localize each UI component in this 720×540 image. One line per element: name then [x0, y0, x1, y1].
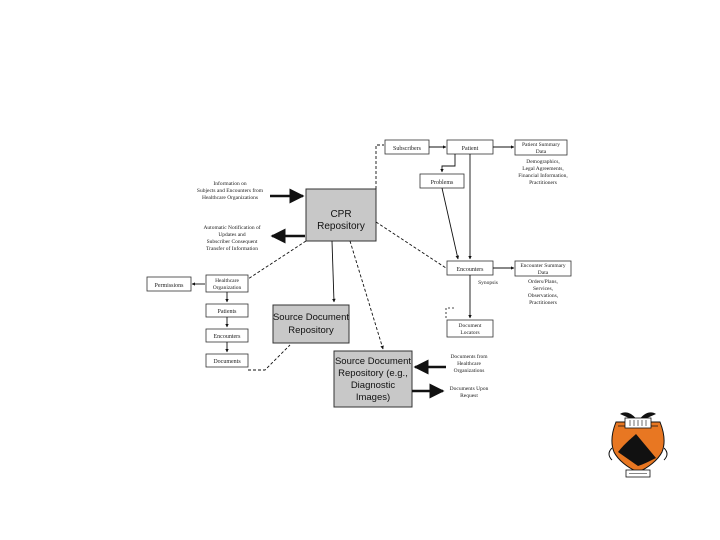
subscribers-label: Subscribers [393, 146, 422, 152]
src-doc-2-label-4: Images) [356, 392, 390, 403]
docs-upon-request-text: Documents Upon Request [450, 386, 489, 399]
patient-box: Patient [446, 139, 494, 155]
src-doc-2-label-3: Diagnostic [351, 380, 396, 391]
patient-details-2: Legal Agreements, [522, 166, 564, 172]
docs-upon-request-1: Documents Upon [450, 386, 489, 392]
encounter-summary-label-1: Encounter Summary [520, 263, 566, 269]
patient-details-1: Demographics, [526, 159, 560, 165]
notify-out-3: Subscriber Consequent [207, 239, 258, 245]
arrow-problems-encounters [441, 187, 460, 260]
arrow-cpr-to-srcdoc1 [331, 240, 336, 303]
src-doc-1-label-2: Repository [288, 325, 334, 336]
notify-out-2: Updates and [218, 232, 246, 238]
encounters-label: Encounters [457, 267, 485, 273]
patient-summary-label-2: Data [536, 149, 547, 155]
line-cpr-to-hcorg [247, 240, 307, 280]
encounter-details-text: Orders/Plans, Services, Observations, Pr… [528, 279, 559, 306]
healthcare-org-label-2: Organization [213, 285, 242, 291]
arrow-patient-problems [440, 154, 456, 173]
line-cpr-to-encounters [375, 221, 447, 269]
documents-label: Documents [213, 359, 241, 365]
source-document-repository-images-box: Source Document Repository (e.g., Diagno… [333, 350, 413, 408]
docs-upon-request-2: Request [460, 393, 478, 399]
healthcare-org-label-1: Healthcare [215, 278, 239, 284]
cpr-label-1: CPR [330, 209, 351, 220]
connectors [191, 144, 515, 399]
encounter-summary-box: Encounter Summary Data [514, 260, 572, 277]
notify-out-1: Automatic Notification of [203, 224, 260, 231]
line-cpr-to-subscribers [375, 144, 384, 189]
encounters-left-box: Encounters [205, 328, 249, 343]
permissions-label: Permissions [154, 283, 184, 289]
cpr-repository-box: CPR Repository [305, 188, 377, 242]
synopsis-label: Synopsis [478, 280, 498, 286]
docs-from-hc-2: Healthcare [457, 361, 481, 367]
problems-label: Problems [431, 180, 454, 186]
document-locators-box: Document Locators [446, 319, 494, 338]
documents-box: Documents [205, 353, 249, 368]
encounters-left-label: Encounters [214, 334, 242, 340]
encounter-details-1: Orders/Plans, [528, 279, 558, 285]
patient-summary-box: Patient Summary Data [514, 139, 568, 156]
encounter-summary-label-2: Data [538, 270, 549, 276]
source-document-repository-box: Source Document Repository [272, 304, 350, 344]
patients-label: Patients [218, 309, 238, 315]
docs-from-hc-text: Documents from Healthcare Organizations [450, 353, 488, 374]
patient-label: Patient [462, 146, 479, 152]
encounter-details-3: Observations, [528, 293, 559, 299]
docs-from-hc-1: Documents from [450, 353, 488, 360]
info-in-1: Information on [213, 180, 246, 187]
problems-box: Problems [419, 173, 465, 189]
info-in-3: Healthcare Organizations [202, 195, 258, 201]
patients-box: Patients [205, 303, 249, 318]
doc-locators-label-1: Document [459, 323, 482, 329]
subscribers-box: Subscribers [384, 139, 430, 155]
cpr-label-2: Repository [317, 221, 365, 232]
info-in-text: Information on Subjects and Encounters f… [197, 180, 264, 201]
healthcare-org-box: Healthcare Organization [205, 274, 249, 293]
notify-out-text: Automatic Notification of Updates and Su… [203, 224, 260, 252]
encounters-box: Encounters [446, 260, 494, 276]
src-doc-1-label-1: Source Document [273, 312, 349, 323]
patient-details-text: Demographics, Legal Agreements, Financia… [518, 159, 568, 186]
patient-details-3: Financial Information, [518, 172, 568, 179]
line-locators-dashed [445, 307, 455, 318]
permissions-box: Permissions [146, 276, 192, 292]
src-doc-2-label-1: Source Document [335, 356, 411, 367]
patient-details-4: Practitioners [529, 180, 557, 186]
princeton-shield-logo [608, 412, 668, 478]
encounter-details-2: Services, [533, 286, 554, 292]
encounter-details-4: Practitioners [529, 300, 557, 306]
arrow-cpr-to-srcdoc2 [349, 240, 384, 350]
doc-locators-label-2: Locators [460, 330, 479, 336]
src-doc-2-label-2: Repository (e.g., [338, 368, 408, 379]
line-documents-srcdoc1 [248, 344, 291, 371]
info-in-2: Subjects and Encounters from [197, 187, 264, 194]
docs-from-hc-3: Organizations [454, 368, 485, 374]
patient-summary-label-1: Patient Summary [522, 142, 560, 148]
notify-out-4: Transfer of Information [206, 245, 258, 252]
